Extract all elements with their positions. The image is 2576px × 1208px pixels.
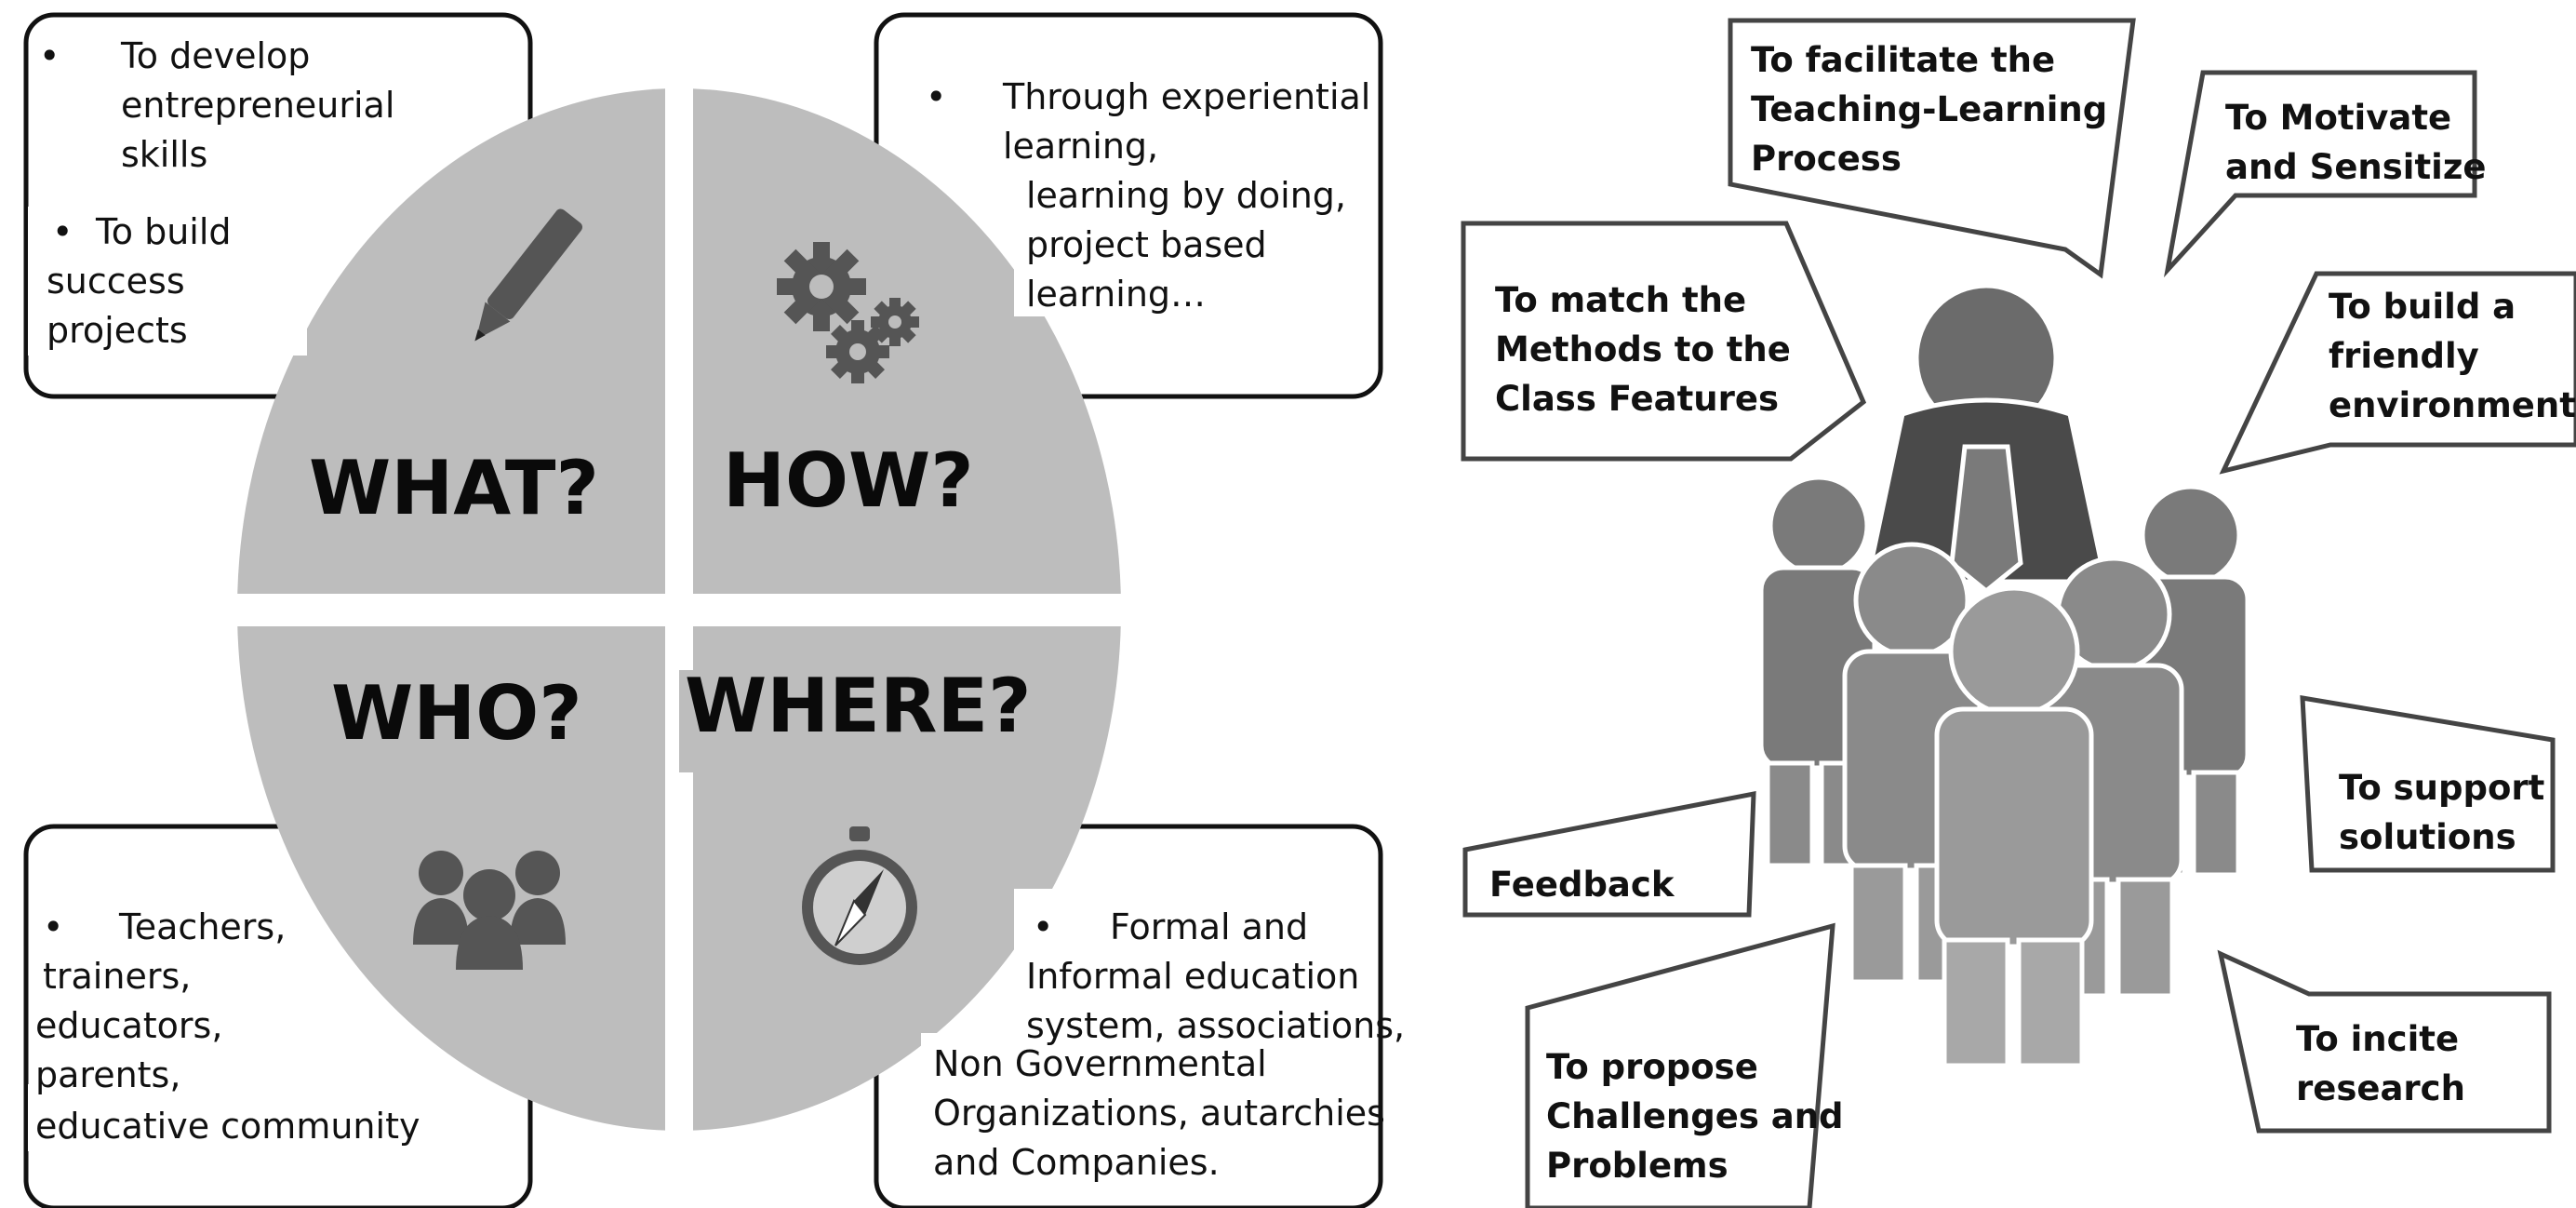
callout-incite [2217,949,2552,1134]
goal-match-line: Class Features [1495,379,1779,419]
goal-friendly-line: To build a [2329,287,2516,327]
goal-friendly-line: environment [2329,385,2576,425]
who-text-line: Teachers, [119,906,287,947]
gears-icon [777,242,919,383]
who-text-line: educative community [35,1106,420,1147]
callout-friendly [2219,271,2576,475]
who-heading: WHO? [331,670,582,757]
what-text-line: success [47,261,185,302]
goal-propose-line: Challenges and [1546,1096,1844,1136]
what-text-line: skills [121,134,208,175]
where-text-line: system, associations, [1026,1005,1406,1046]
people-icon [413,851,566,970]
how-text-line: Through experiential [1003,76,1371,117]
goal-propose-line: Problems [1546,1146,1728,1186]
goal-incite-line: To incite [2296,1019,2460,1059]
goal-motivate-line: To Motivate [2225,98,2452,138]
bullet-dot: • [52,211,73,252]
goal-match-line: Methods to the [1495,329,1791,369]
what-text-line: projects [47,310,188,351]
pencil-icon [474,208,583,342]
bullet-dot: • [926,76,947,117]
how-text-line: learning, [1003,126,1159,167]
teacher-with-group-icon [1758,283,2250,1068]
how-text-line: learning by doing, [1026,175,1347,216]
where-text-line: Organizations, autarchies [933,1093,1385,1134]
how-heading: HOW? [723,437,974,524]
callout-motivate [2164,70,2477,278]
what-heading: WHAT? [309,445,599,531]
goal-support-line: solutions [2339,817,2516,857]
how-text-line: project based [1026,224,1267,265]
goal-feedback-line: Feedback [1489,865,1675,905]
goal-propose-line: To propose [1546,1047,1758,1087]
what-text-line: entrepreneurial [121,85,395,126]
goal-facilitate-line: To facilitate the [1751,40,2056,80]
callout-support [2300,695,2556,873]
where-text-line: Non Governmental [933,1043,1267,1084]
what-text-line: To develop [121,35,311,76]
how-text-line: learning… [1026,274,1207,315]
what-text-line: To build [96,211,232,252]
callouts [1461,18,2576,1208]
where-text-line: and Companies. [933,1142,1220,1183]
where-heading: WHERE? [685,663,1032,749]
bullet-dot: • [1033,906,1054,947]
goal-friendly-line: friendly [2329,336,2479,376]
who-text-line: educators, [35,1005,223,1046]
where-text-line: Informal education [1026,956,1360,997]
callout-match [1461,221,1867,462]
bullet-dot: • [39,35,60,76]
callout-facilitate [1728,18,2136,279]
bullet-dot: • [43,906,64,947]
goal-support-line: To support [2339,768,2545,808]
goal-motivate-line: and Sensitize [2225,147,2487,187]
who-text-line: trainers, [43,956,192,997]
who-text-line: parents, [35,1054,181,1095]
goal-facilitate-line: Process [1751,139,1902,179]
where-text-line: Formal and [1110,906,1309,947]
goal-match-line: To match the [1495,280,1747,320]
goal-incite-line: research [2296,1068,2465,1108]
callout-propose [1525,922,1835,1208]
goal-facilitate-line: Teaching-Learning [1751,89,2108,129]
callout-feedback [1462,790,1756,918]
compass-icon [802,826,917,965]
